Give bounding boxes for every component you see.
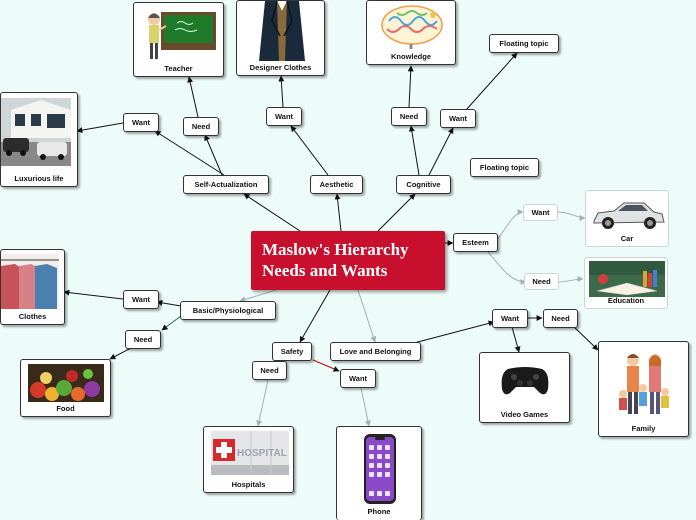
card-hospitals-label: Hospitals xyxy=(231,480,266,489)
node-want-floating[interactable]: Want xyxy=(440,109,476,128)
card-teacher[interactable]: Teacher xyxy=(133,2,224,77)
card-car[interactable]: Car xyxy=(585,190,669,247)
card-teacher-label: Teacher xyxy=(164,64,193,73)
link-center-basic xyxy=(239,289,277,303)
node-want-love[interactable]: Want xyxy=(492,309,528,328)
link-center-safety xyxy=(299,289,331,343)
link-want-clothes xyxy=(63,289,124,300)
card-food[interactable]: Food xyxy=(20,359,111,417)
node-need-hospitals[interactable]: Need xyxy=(252,361,287,380)
node-self-actualization[interactable]: Self-Actualization xyxy=(183,175,269,194)
central-topic-line1: Maslow's Hierarchy xyxy=(262,240,409,259)
card-phone[interactable]: Phone xyxy=(336,426,422,520)
card-video-games[interactable]: Video Games xyxy=(479,352,570,423)
card-food-label: Food xyxy=(56,404,75,413)
card-clothes[interactable]: Clothes xyxy=(0,249,65,325)
node-love-belonging[interactable]: Love and Belonging xyxy=(330,342,421,361)
link-want-designer xyxy=(278,75,285,108)
card-knowledge-label: Knowledge xyxy=(390,52,431,61)
link-need-family xyxy=(571,324,599,351)
game-controller-icon xyxy=(500,363,550,399)
node-need-family[interactable]: Need xyxy=(543,309,578,328)
node-want-clothes[interactable]: Want xyxy=(123,290,159,309)
link-cognitive-want xyxy=(428,127,454,176)
node-want-phone[interactable]: Want xyxy=(340,369,376,388)
node-need-education[interactable]: Need xyxy=(524,273,559,290)
clothes-image xyxy=(1,254,59,309)
node-want-car[interactable]: Want xyxy=(523,204,558,221)
node-safety[interactable]: Safety xyxy=(272,342,312,361)
card-family[interactable]: Family xyxy=(598,341,689,437)
link-want-videogames xyxy=(511,326,521,353)
card-education-label: Education xyxy=(607,296,645,305)
card-family-label: Family xyxy=(631,424,656,433)
link-safety-want xyxy=(312,359,340,372)
node-need-food[interactable]: Need xyxy=(125,330,161,349)
node-want-luxury[interactable]: Want xyxy=(123,113,159,132)
node-want-designer[interactable]: Want xyxy=(266,107,302,126)
node-aesthetic[interactable]: Aesthetic xyxy=(310,175,363,194)
central-topic-line2: Needs and Wants xyxy=(262,261,388,280)
link-need-teacher xyxy=(187,76,199,118)
link-cognitive-need xyxy=(408,125,420,176)
education-image xyxy=(589,261,665,297)
node-cognitive[interactable]: Cognitive xyxy=(396,175,451,194)
node-floating-topic-2[interactable]: Floating topic xyxy=(470,158,539,177)
link-selfact-want xyxy=(154,130,225,176)
link-need-knowledge xyxy=(407,65,414,108)
brain-icon xyxy=(375,3,449,49)
designer-clothes-image xyxy=(255,1,309,61)
card-clothes-label: Clothes xyxy=(18,312,47,321)
central-topic[interactable]: Maslow's Hierarchy Needs and Wants xyxy=(251,231,445,290)
link-aesthetic-want xyxy=(290,125,329,176)
card-luxurious-life-label: Luxurious life xyxy=(14,174,64,183)
card-car-label: Car xyxy=(620,234,634,243)
link-center-cognitive xyxy=(377,193,416,232)
node-need-teacher[interactable]: Need xyxy=(183,117,219,136)
link-basic-need xyxy=(161,315,182,331)
card-designer-clothes-label: Designer Clothes xyxy=(249,63,312,72)
node-floating-topic-1[interactable]: Floating topic xyxy=(489,34,559,53)
link-need-hospitals xyxy=(256,379,269,427)
hospital-image: HOSPITAL xyxy=(211,431,289,475)
phone-image xyxy=(363,433,397,505)
node-need-knowledge[interactable]: Need xyxy=(391,107,427,126)
link-want-car xyxy=(557,211,586,221)
card-luxurious-life[interactable]: Luxurious life xyxy=(0,92,78,187)
link-need-education xyxy=(557,276,584,283)
card-knowledge[interactable]: Knowledge xyxy=(366,0,456,65)
food-image xyxy=(28,364,104,402)
luxurious-life-image xyxy=(1,98,71,166)
card-education[interactable]: Education xyxy=(584,257,668,309)
link-want-floating xyxy=(465,52,518,111)
teacher-image xyxy=(141,8,218,62)
link-want-luxurious xyxy=(76,122,124,134)
link-esteem-need xyxy=(487,251,527,285)
link-center-aesthetic xyxy=(334,193,342,232)
link-basic-want xyxy=(156,299,182,307)
car-image xyxy=(590,195,666,233)
link-selfact-need xyxy=(204,134,223,176)
link-love-want xyxy=(413,320,495,344)
link-need-food xyxy=(109,347,132,360)
node-basic-physiological[interactable]: Basic/Physiological xyxy=(180,301,276,320)
card-designer-clothes[interactable]: Designer Clothes xyxy=(236,0,325,76)
hospital-sign-text: HOSPITAL xyxy=(237,448,287,459)
card-video-games-label: Video Games xyxy=(500,410,549,419)
link-center-love xyxy=(357,289,377,343)
link-esteem-want xyxy=(496,209,524,241)
card-hospitals[interactable]: HOSPITAL Hospitals xyxy=(203,426,294,493)
link-want-phone xyxy=(360,387,371,427)
card-phone-label: Phone xyxy=(367,507,391,516)
node-esteem[interactable]: Esteem xyxy=(453,233,498,252)
family-image xyxy=(617,348,673,420)
link-center-selfact xyxy=(243,193,301,232)
